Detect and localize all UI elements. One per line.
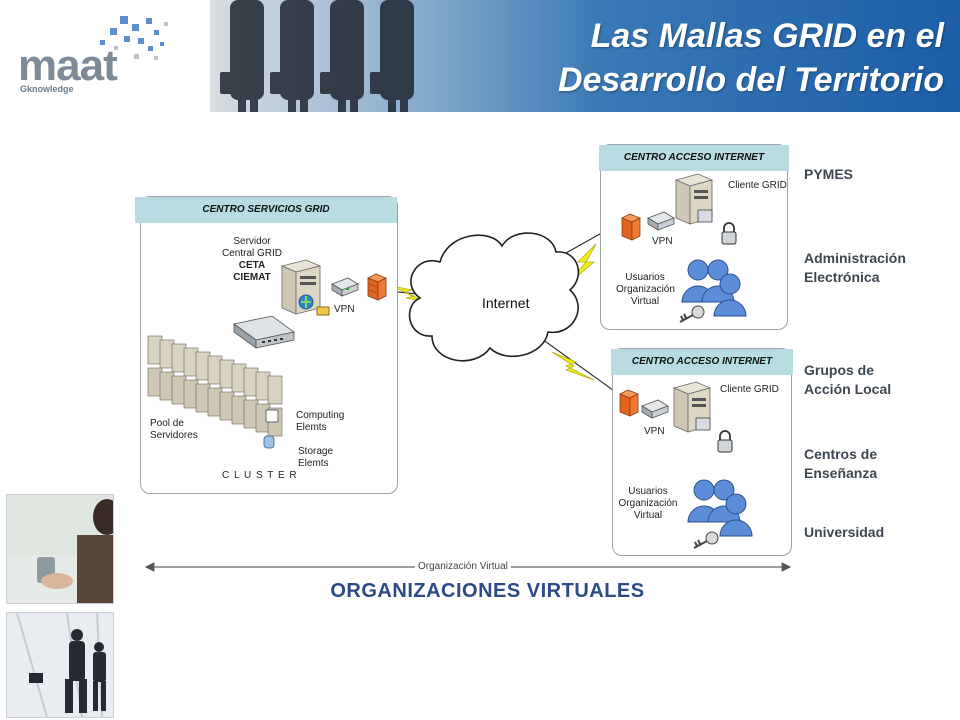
photo-business-people [6, 612, 114, 718]
sector-grupos-line-1: Grupos de [804, 362, 875, 378]
lock-icon [717, 430, 733, 453]
sector-centros: Centros de Enseñanza [804, 445, 877, 483]
logo-subtext: Gknowledge [20, 84, 74, 94]
panel-header: CENTRO ACCESO INTERNET [599, 145, 789, 171]
network-switch-icon [233, 315, 295, 349]
sector-admin-line-2: Electrónica [804, 269, 880, 285]
organizaciones-virtuales-title: ORGANIZACIONES VIRTUALES [330, 580, 645, 602]
sector-admin-line-1: Administración [804, 250, 906, 266]
firewall-icon [367, 273, 387, 301]
internet-cloud-icon [408, 232, 580, 362]
page-title: Las Mallas GRID en el Desarrollo del Ter… [558, 14, 944, 102]
vpn-label: VPN [644, 426, 665, 437]
cliente-grid-label: Cliente GRID [728, 180, 787, 191]
sector-universidad: Universidad [804, 524, 885, 540]
server-line-4: CIEMAT [233, 272, 271, 283]
lock-icon [721, 222, 737, 245]
sector-administracion: Administración Electrónica [804, 249, 906, 287]
vpn-label: VPN [652, 236, 673, 247]
server-cluster-icon [147, 335, 283, 449]
header-banner: Las Mallas GRID en el Desarrollo del Ter… [210, 0, 960, 112]
computing-line-1: Computing [296, 410, 345, 421]
users-line-2: Organización [616, 284, 675, 295]
vpn-router-icon [331, 277, 359, 297]
users-line-3: Virtual [630, 296, 660, 307]
usuarios-label: Usuarios Organización Virtual [616, 272, 675, 308]
sector-grupos-line-2: Acción Local [804, 381, 892, 397]
users-line-2: Organización [618, 498, 678, 509]
usuarios-label: Usuarios Organización Virtual [618, 486, 678, 522]
servidor-central-label: Servidor Central GRID CETA CIEMAT [222, 236, 282, 284]
internet-label: Internet [482, 295, 530, 311]
folder-icon [316, 306, 330, 316]
users-group-icon [687, 479, 753, 537]
server-line-2: Central GRID [222, 248, 283, 259]
cliente-grid-label: Cliente GRID [720, 384, 779, 395]
computing-line-2: Elemts [296, 422, 327, 433]
client-pc-icon [672, 381, 712, 433]
sector-centros-line-2: Enseñanza [804, 465, 878, 481]
sector-pymes: PYMES [804, 166, 854, 182]
pool-line-1: Pool de [150, 418, 184, 429]
cluster-label: C L U S T E R [222, 470, 298, 481]
server-line-3: CETA [238, 260, 266, 271]
pool-servidores-label: Pool de Servidores [150, 418, 198, 442]
pool-line-2: Servidores [150, 430, 198, 441]
firewall-icon [619, 389, 639, 417]
maat-logo [100, 16, 168, 60]
sector-grupos: Grupos de Acción Local [804, 361, 891, 399]
panel-header: CENTRO ACCESO INTERNET [611, 349, 793, 375]
server-tower-icon [280, 259, 322, 315]
organizacion-virtual-label: Organización Virtual [415, 561, 511, 572]
client-pc-icon [674, 173, 714, 225]
vpn-router-icon [641, 399, 669, 419]
title-line-1: Las Mallas GRID en el [590, 17, 944, 55]
users-line-3: Virtual [633, 510, 663, 521]
storage-line-1: Storage [298, 446, 334, 457]
firewall-icon [621, 213, 641, 241]
key-icon [679, 305, 705, 323]
vpn-router-icon [647, 211, 675, 231]
users-line-1: Usuarios [625, 272, 665, 283]
key-icon [693, 531, 719, 549]
users-line-1: Usuarios [628, 486, 668, 497]
panel-header: CENTRO SERVICIOS GRID [135, 197, 397, 223]
users-group-icon [681, 259, 747, 317]
storage-line-2: Elemts [298, 458, 329, 469]
vpn-label: VPN [334, 304, 355, 315]
title-line-2: Desarrollo del Territorio [557, 61, 944, 99]
sector-centros-line-1: Centros de [804, 446, 878, 462]
businessmen-silhouettes [220, 0, 414, 112]
computing-elemts-label: Computing Elemts [296, 410, 344, 434]
storage-elemts-label: Storage Elemts [298, 446, 333, 470]
logo-wordmark: maat [18, 41, 118, 90]
photo-person-phone [6, 494, 114, 604]
server-line-1: Servidor [233, 236, 271, 247]
